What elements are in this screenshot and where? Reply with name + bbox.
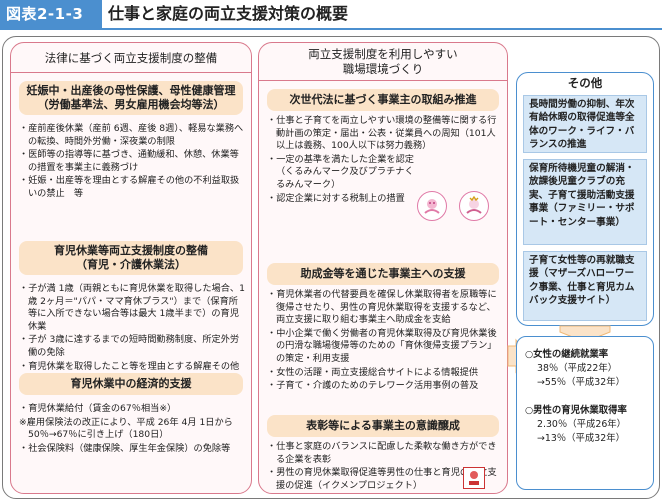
section-title-economic-support: 育児休業中の経済的支援 [19,373,243,395]
outcome-value: 2.30％（平成26年） [537,419,627,430]
outcome-value: 38％（平成22年） [537,363,618,374]
figure-label: 図表2-1-3 [0,0,102,28]
list-item: 女性の活躍・両立支援総合サイトによる情報提供 [267,367,499,380]
header-rule [0,28,662,30]
section-title-line: （労働基準法、男女雇用機会均等法） [37,98,225,111]
section-title-line: 妊娠中・出産後の母性保護、母性健康管理 [26,84,236,97]
column-title-line: 両立支援制度を利用しやすい [308,47,458,61]
section-title-line: （育児・介護休業法） [76,258,186,271]
list-item: 認定企業に対する税制上の措置 [267,193,499,206]
list-item: 男性の育児休業取得促進等男性の仕事と育児の両立支援の促進（イクメンプロジェクト） [267,467,499,492]
column-title: 法律に基づく両立支援制度の整備 [11,43,251,73]
kurumin-mark-icon [417,191,447,221]
section-title-subsidy-support: 助成金等を通じた事業主への支援 [267,263,499,285]
list-item: 子が満 1歳（両親ともに育児休業を取得した場合、1歳 2ヶ月＝"パパ・ママ育休プ… [19,283,245,333]
list-item: 一定の基準を満たした企業を認定（くるみんマーク及びプラチナくるみんマーク） [267,154,499,192]
figure-header: 図表2-1-3 仕事と家庭の両立支援対策の概要 [0,0,662,30]
list-item: 仕事と家庭のバランスに配慮した柔軟な働き方ができる企業を表彰 [267,441,499,466]
list-item: 中小企業で働く労働者の育児休業取得及び育児休業後の円滑な職場復帰等のための「育休… [267,328,499,366]
column-title-line: 職場環境づくり [342,62,424,76]
list-item: 育児休業者の代替要員を確保し休業取得者を原職等に復帰させたり、男性の育児休業取得… [267,289,499,327]
section-title-awards: 表彰等による事業主の意識醸成 [267,415,499,437]
column-title: その他 [567,76,603,90]
section-title-line: 育児休業等両立支援制度の整備 [54,244,208,257]
list-item: 医師等の指導等に基づき、通勤緩和、休憩、休業等の措置を事業主に義務づけ [19,149,245,174]
outcome-label-women-employment: ○女性の継続就業率 [525,349,609,360]
list-item: 仕事と子育てを両立しやすい環境の整備等に関する行動計画の策定・届出・公表・従業員… [267,115,499,153]
next-generation-items: 仕事と子育てを両立しやすい環境の整備等に関する行動計画の策定・届出・公表・従業員… [267,115,499,206]
list-item: 子が 3歳に達するまでの短時間勤務制度、所定外労働の免除 [19,334,245,359]
list-item: 子育て・介護のためのテレワーク活用事例の普及 [267,380,499,393]
list-item: 産前産後休業（産前 6週、産後 8週）、軽易な業務への転換、時間外労働・深夜業の… [19,123,245,148]
outcome-value: →55％（平成32年） [537,377,625,388]
outcome-value: →13％（平成32年） [537,433,625,444]
column-legal-system: 法律に基づく両立支援制度の整備 妊娠中・出産後の母性保護、母性健康管理 （労働基… [10,42,252,494]
list-item: 育児休業給付（賃金の67％相当※） [19,403,245,416]
target-outcomes: ○女性の継続就業率 38％（平成22年） →55％（平成32年） ○男性の育児休… [516,336,654,490]
column-workplace-environment: 両立支援制度を利用しやすい 職場環境づくり 次世代法に基づく事業主の取組み推進 … [258,42,508,494]
list-item: 社会保険料（健康保険、厚生年金保険）の免除等 [19,443,245,456]
column-other-measures: その他 長時間労働の抑制、年次有給休暇の取得促進等全体のワーク・ライフ・バランス… [516,72,654,326]
list-item: 妊娠・出産等を理由とする解雇その他の不利益取扱いの禁止 等 [19,175,245,200]
subsidy-items: 育児休業者の代替要員を確保し休業取得者を原職等に復帰させたり、男性の育児休業取得… [267,289,499,394]
platinum-kurumin-mark-icon [459,191,489,221]
awards-items: 仕事と家庭のバランスに配慮した柔軟な働き方ができる企業を表彰 男性の育児休業取得… [267,441,499,493]
section-title-childcare-leave: 育児休業等両立支援制度の整備 （育児・介護休業法） [19,241,243,275]
other-box-reemployment-support: 子育て女性等の再就職支援（マザーズハローワーク事業、仕事と育児カムバック支援サイ… [523,251,647,321]
ikumen-project-mark-icon [463,467,485,489]
section-title-next-generation-act: 次世代法に基づく事業主の取組み推進 [267,89,499,111]
maternity-items: 産前産後休業（産前 6週、産後 8週）、軽易な業務への転換、時間外労働・深夜業の… [19,123,245,202]
column-title: 両立支援制度を利用しやすい 職場環境づくり [259,43,507,81]
section-title-maternity: 妊娠中・出産後の母性保護、母性健康管理 （労働基準法、男女雇用機会均等法） [19,81,243,115]
note-item: 雇用保険法の改正により、平成 26年 4月 1日から50％→67％に引き上げ（1… [19,417,245,442]
other-box-work-life-balance: 長時間労働の抑制、年次有給休暇の取得促進等全体のワーク・ライフ・バランスの推進 [523,95,647,153]
economic-support-items: 育児休業給付（賃金の67％相当※） 雇用保険法の改正により、平成 26年 4月 … [19,403,245,456]
other-box-childcare-services: 保育所待機児童の解消・放課後児童クラブの充実、子育て援助活動支援事業（ファミリー… [523,159,647,245]
figure-title: 仕事と家庭の両立支援対策の概要 [108,4,349,23]
outcome-label-male-childcare-leave: ○男性の育児休業取得率 [525,405,627,416]
